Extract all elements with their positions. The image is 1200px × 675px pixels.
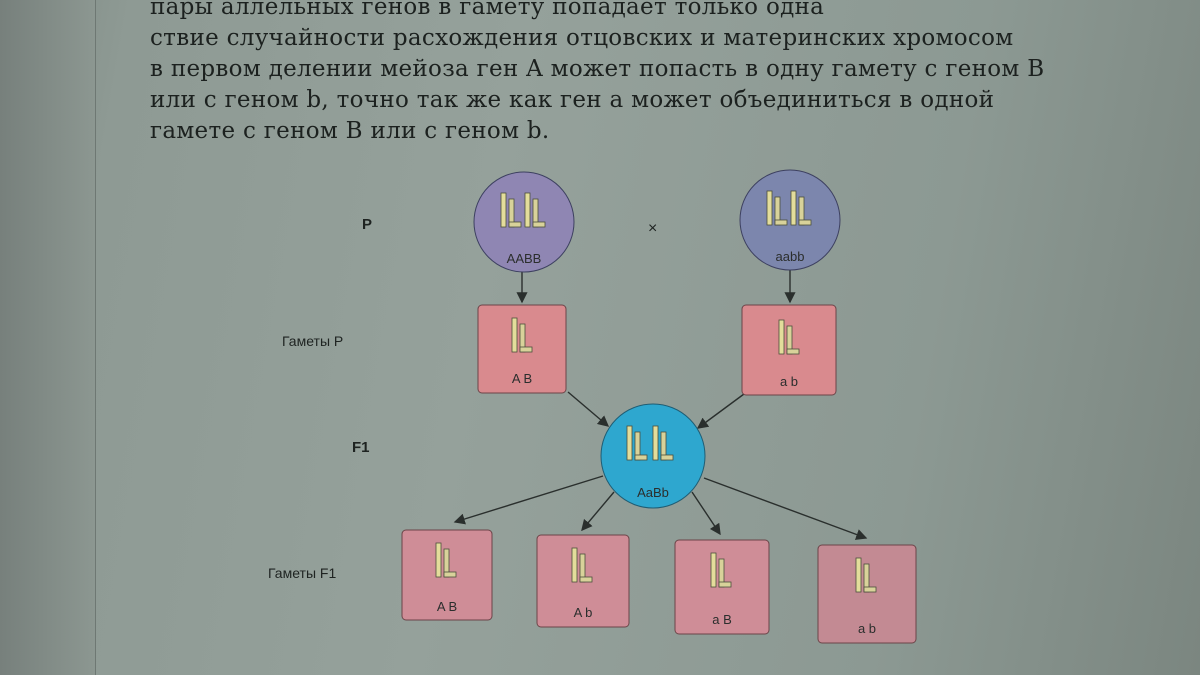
parent-cell-1: AABB xyxy=(473,171,575,273)
f1-gamete-2: A b xyxy=(536,534,630,628)
genotype-label: AABB xyxy=(507,251,542,266)
parent-cell-body xyxy=(473,171,575,273)
genotype-label: A B xyxy=(437,599,457,614)
genotype-label: A b xyxy=(574,605,593,620)
parent-cell-body xyxy=(739,169,841,271)
gamete-body xyxy=(817,544,917,644)
f1-cell: AaBb xyxy=(600,403,706,509)
arrow xyxy=(703,477,868,540)
parent-gamete-1: A B xyxy=(477,304,567,394)
arrows xyxy=(453,268,868,540)
genotype-label: a B xyxy=(712,612,732,627)
arrow xyxy=(567,391,610,427)
row-label-f1: F1 xyxy=(352,439,370,456)
f1-gamete-3: a B xyxy=(674,539,770,635)
paragraph-line: гамете с геном B или с геном b. xyxy=(150,118,550,144)
paragraph-line: пары аллельных генов в гамету попадает т… xyxy=(150,0,825,20)
facing-page-edge xyxy=(0,0,96,675)
parent-cell-2: aabb xyxy=(739,169,841,271)
f1-gamete-1: A B xyxy=(401,529,493,621)
row-label-p: P xyxy=(362,216,372,233)
genotype-label: a b xyxy=(780,374,798,389)
genotype-label: A B xyxy=(512,371,532,386)
f1-gamete-4: a b xyxy=(817,544,917,644)
parent-gamete-2: a b xyxy=(741,304,837,396)
paragraph-line: в первом делении мейоза ген A может попа… xyxy=(150,56,1045,82)
genotype-label: aabb xyxy=(776,249,805,264)
genotype-label: AaBb xyxy=(637,485,669,500)
paragraph: пары аллельных генов в гамету попадает т… xyxy=(150,0,1110,147)
cross-symbol: × xyxy=(648,220,657,237)
row-label-gametes-f1: Гаметы F1 xyxy=(268,565,336,581)
genotype-label: a b xyxy=(858,621,876,636)
paragraph-line: или с геном b, точно так же как ген a мо… xyxy=(150,87,995,113)
paragraph-line: ствие случайности расхождения отцовских … xyxy=(150,25,1014,51)
row-label-gametes-p: Гаметы P xyxy=(282,333,343,349)
arrow xyxy=(581,491,615,532)
arrow xyxy=(696,393,745,429)
arrow xyxy=(453,475,604,525)
arrow xyxy=(691,491,721,536)
